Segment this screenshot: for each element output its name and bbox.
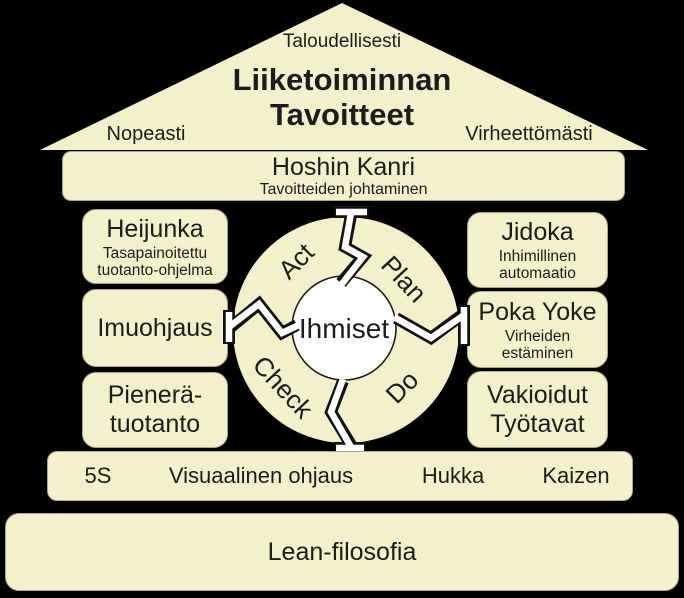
box-imuohjaus: Imuohjaus — [82, 289, 228, 367]
roof-title-line1: Liiketoiminnan — [232, 62, 452, 97]
box-heijunka-title: Heijunka — [106, 214, 204, 243]
roof-label-nopeasti: Nopeasti — [106, 123, 186, 145]
pdca-center-label: Ihmiset — [299, 313, 389, 344]
pdca-cycle: Act Plan Check Do Ihmiset — [223, 206, 470, 454]
foundation-item-kaizen: Kaizen — [542, 463, 610, 488]
box-jidoka: Jidoka Inhimillinen automaatio — [467, 212, 608, 288]
roof-label-virheettomasti: Virheettömästi — [465, 123, 593, 145]
roof-triangle — [40, 3, 648, 150]
hoshin-kanri-subtitle: Tavoitteiden johtaminen — [259, 181, 428, 198]
box-jidoka-subtitle: Inhimillinen automaatio — [498, 248, 577, 282]
roof-label-taloudellisesti: Taloudellisesti — [282, 31, 402, 52]
box-poka-yoke: Poka Yoke Virheiden estäminen — [467, 291, 608, 368]
connector-left-zigzag — [227, 299, 301, 338]
connector-bottom-zigzag — [327, 377, 354, 449]
foundation-item-hukka: Hukka — [421, 463, 485, 488]
foundation-beam: 5S Visuaalinen ohjaus Hukka Kaizen — [47, 451, 633, 501]
box-heijunka-subtitle: Tasapainoitettu tuotanto-ohjelma — [97, 244, 213, 279]
pdca-connectors — [225, 208, 468, 452]
box-poka-yoke-title: Poka Yoke — [478, 297, 597, 326]
connector-top-zigzag — [338, 212, 368, 288]
box-poka-yoke-subtitle: Virheiden estäminen — [501, 327, 574, 362]
box-imuohjaus-title: Imuohjaus — [97, 313, 213, 342]
hoshin-kanri-title: Hoshin Kanri — [271, 153, 416, 181]
box-vakioidut-tyotavat-title: Vakioidut Työtavat — [487, 380, 588, 438]
box-jidoka-title: Jidoka — [501, 218, 574, 246]
base-label: Lean-filosofia — [267, 537, 417, 566]
box-pienera-tuotanto-title: Pienerä-tuotanto — [107, 381, 203, 438]
roof-title-line2: Tavoitteet — [269, 97, 415, 132]
foundation-item-visuaalinen-ohjaus: Visuaalinen ohjaus — [168, 463, 354, 488]
roof-triangle-shape — [40, 3, 648, 150]
foundation-item-5s: 5S — [84, 463, 112, 488]
roof-title: Liiketoiminnan Tavoitteet — [192, 62, 492, 132]
box-pienera-tuotanto: Pienerä-tuotanto — [82, 372, 228, 448]
hoshin-kanri-beam: Hoshin Kanri Tavoitteiden johtaminen — [62, 151, 625, 201]
box-vakioidut-tyotavat: Vakioidut Työtavat — [467, 371, 608, 448]
base-lean-filosofia: Lean-filosofia — [5, 513, 679, 591]
box-heijunka: Heijunka Tasapainoitettu tuotanto-ohjelm… — [82, 209, 228, 284]
connector-right-zigzag — [392, 312, 466, 342]
